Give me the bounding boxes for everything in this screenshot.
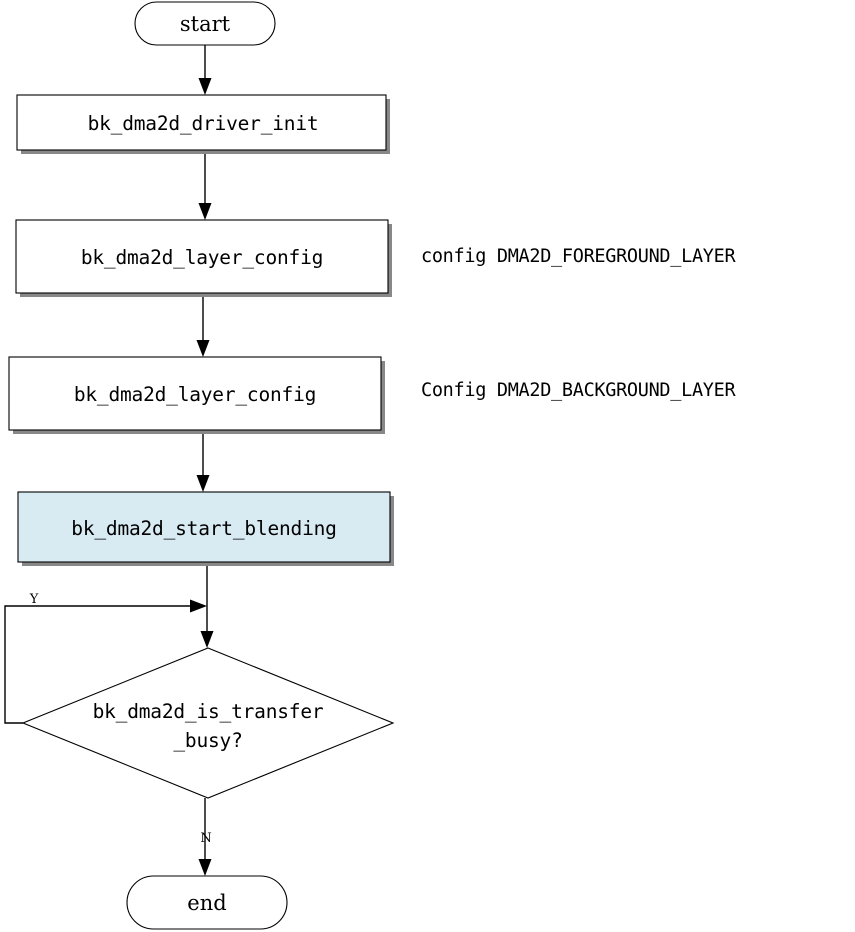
node-label-start-blending: bk_dma2d_start_blending: [71, 517, 336, 540]
arrowhead-icon: [196, 340, 210, 357]
arrowhead-icon: [200, 631, 214, 648]
arrowhead-icon: [198, 859, 212, 876]
edge-label-yes: Y: [29, 592, 39, 607]
node-label-start: start: [180, 12, 231, 36]
edge-decision-loop-back: Y: [4, 592, 207, 724]
arrowhead-icon: [198, 78, 212, 95]
edge-blending-to-decision: [200, 562, 214, 648]
edge-start-to-init: [198, 45, 212, 95]
node-shape-rect: [16, 94, 387, 151]
node-label-end: end: [187, 891, 226, 915]
node-layer-config-background[interactable]: bk_dma2d_layer_config: [8, 356, 385, 434]
node-start-blending[interactable]: bk_dma2d_start_blending: [17, 491, 394, 566]
node-is-transfer-busy[interactable]: bk_dma2d_is_transfer _busy?: [21, 647, 395, 799]
node-label-layer-config-background: bk_dma2d_layer_config: [74, 383, 316, 406]
node-shape-stadium: [134, 1, 276, 46]
node-shape-rect: [8, 356, 382, 431]
node-start[interactable]: start: [134, 1, 276, 46]
edge-line: [4, 605, 193, 724]
edge-decision-to-end: N: [198, 798, 212, 876]
arrowhead-icon: [196, 475, 210, 492]
annotation-foreground-layer: config DMA2D_FOREGROUND_LAYER: [421, 246, 736, 267]
arrowhead-icon: [198, 203, 212, 220]
node-shape-stadium: [126, 875, 288, 930]
node-label-is-transfer-busy-line2: _busy?: [173, 729, 242, 752]
arrowhead-icon: [190, 599, 207, 613]
node-shape-diamond: [21, 647, 395, 799]
edge-foreground-to-background: [196, 293, 210, 357]
node-layer-config-foreground[interactable]: bk_dma2d_layer_config: [15, 219, 392, 297]
node-driver-init[interactable]: bk_dma2d_driver_init: [16, 94, 390, 154]
node-shape-rect: [17, 491, 391, 563]
annotation-background-layer: Config DMA2D_BACKGROUND_LAYER: [421, 380, 736, 401]
edge-background-to-blending: [196, 430, 210, 492]
node-label-driver-init: bk_dma2d_driver_init: [88, 112, 319, 135]
node-label-is-transfer-busy-line1: bk_dma2d_is_transfer: [93, 700, 324, 723]
node-shape-rect: [15, 219, 389, 294]
edges-layer: Y N: [4, 45, 214, 876]
node-end[interactable]: end: [126, 875, 288, 930]
node-label-layer-config-foreground: bk_dma2d_layer_config: [81, 246, 323, 269]
edge-init-to-foreground: [198, 150, 212, 220]
edge-label-no: N: [200, 831, 211, 846]
